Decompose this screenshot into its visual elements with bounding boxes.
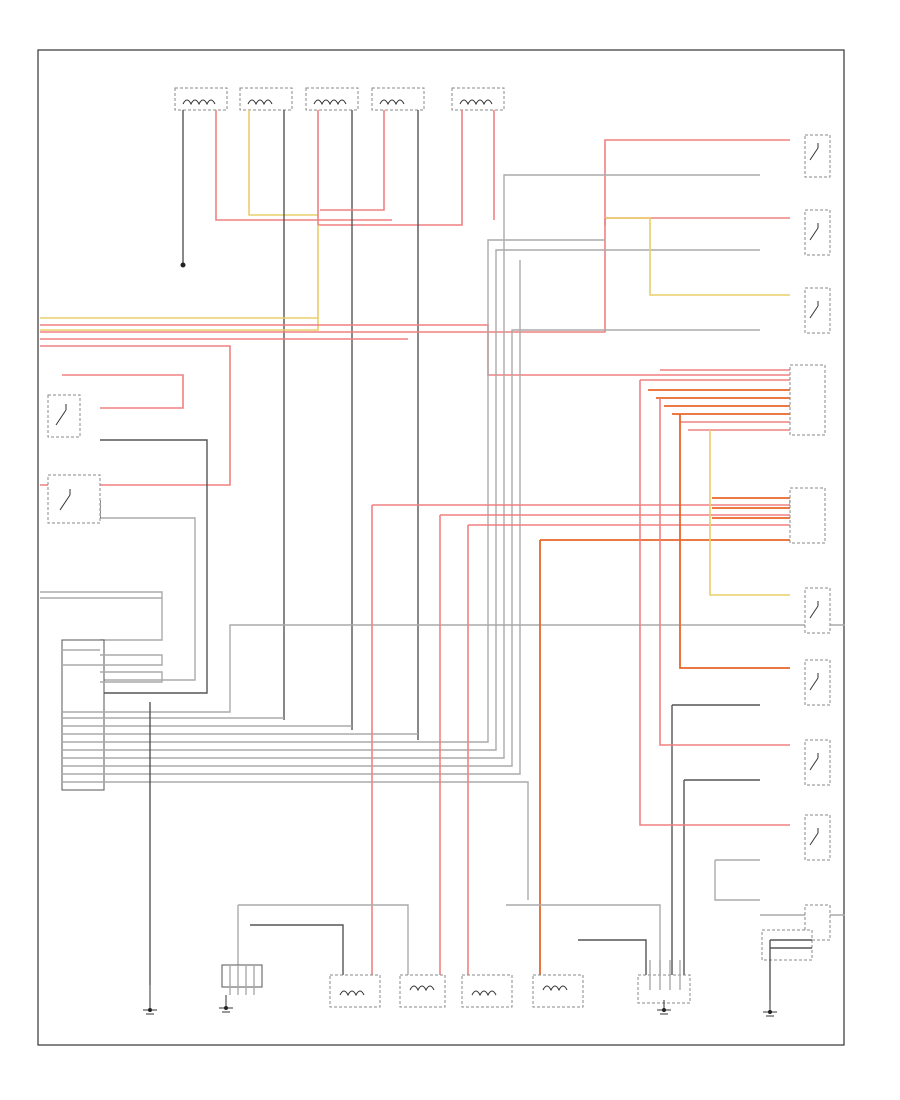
right-switch-6	[804, 587, 831, 634]
ground-symbol-3	[657, 1000, 671, 1015]
top-connector-5	[451, 87, 505, 111]
ground-symbol-4	[763, 1000, 777, 1017]
right-switch-3	[804, 287, 831, 334]
bottom-switch-1	[329, 974, 381, 1008]
ground-symbol-2	[219, 995, 233, 1013]
top-wires	[40, 110, 495, 740]
left-harness	[40, 139, 790, 694]
ground-symbols	[143, 985, 777, 1017]
bottom-components	[221, 929, 813, 1008]
diagram-frame	[37, 49, 845, 1046]
right-switch-7	[804, 659, 831, 706]
right-switch-8	[804, 739, 831, 786]
left-components	[47, 394, 105, 791]
bottom-switch-4	[532, 974, 584, 1008]
right-switch-9	[804, 814, 831, 861]
bottom-switch-3	[461, 974, 513, 1008]
top-connectors	[174, 87, 505, 111]
bottom-drops	[237, 500, 791, 980]
bottom-right-connector	[761, 929, 813, 1000]
top-connector-2	[239, 87, 293, 111]
right-connector-4	[789, 364, 826, 436]
right-switch-2	[804, 209, 831, 256]
right-components	[789, 134, 831, 941]
bottom-ground-block-2	[637, 960, 691, 1004]
right-switch-1	[804, 134, 831, 178]
bottom-switch-2	[399, 974, 446, 1008]
top-connector-3	[305, 87, 359, 111]
bottom-ground-block-1	[221, 964, 263, 995]
right-connector-5	[789, 487, 826, 544]
right-harness	[604, 217, 845, 916]
ground-point-top	[180, 262, 186, 268]
left-switch-upper	[47, 394, 81, 438]
control-module	[61, 639, 105, 791]
left-switch-lower	[47, 474, 101, 524]
ground-symbol-1	[143, 985, 157, 1015]
module-pin-wires	[62, 174, 845, 985]
top-connector-4	[371, 87, 425, 111]
top-connector-1	[174, 87, 228, 111]
